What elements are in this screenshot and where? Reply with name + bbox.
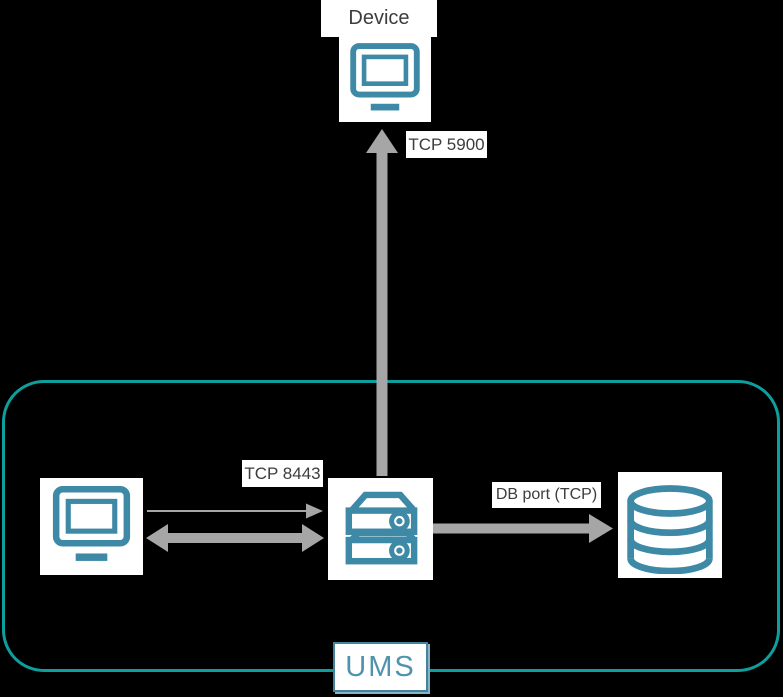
arrow-console-server-double xyxy=(146,524,324,552)
device-node-label: Device xyxy=(321,0,437,37)
tcp5900-port-label: TCP 5900 xyxy=(406,131,487,158)
database-icon xyxy=(627,485,713,574)
arrow-tcp8443-thin-right xyxy=(147,503,323,519)
arrow-tcp5900-up xyxy=(366,129,398,476)
monitor-icon xyxy=(52,486,131,561)
tcp8443-port-label: TCP 8443 xyxy=(242,460,323,487)
monitor-icon xyxy=(350,43,420,111)
console-node xyxy=(40,478,143,575)
arrow-db-port-right xyxy=(433,514,613,543)
database-node xyxy=(618,472,722,578)
ums-boundary-label-box: UMS xyxy=(333,642,428,692)
ums-server-node xyxy=(328,478,433,580)
server-icon xyxy=(345,491,417,565)
db-port-label: DB port (TCP) xyxy=(492,482,601,508)
ums-boundary-label: UMS xyxy=(345,650,416,683)
device-node xyxy=(339,37,431,122)
